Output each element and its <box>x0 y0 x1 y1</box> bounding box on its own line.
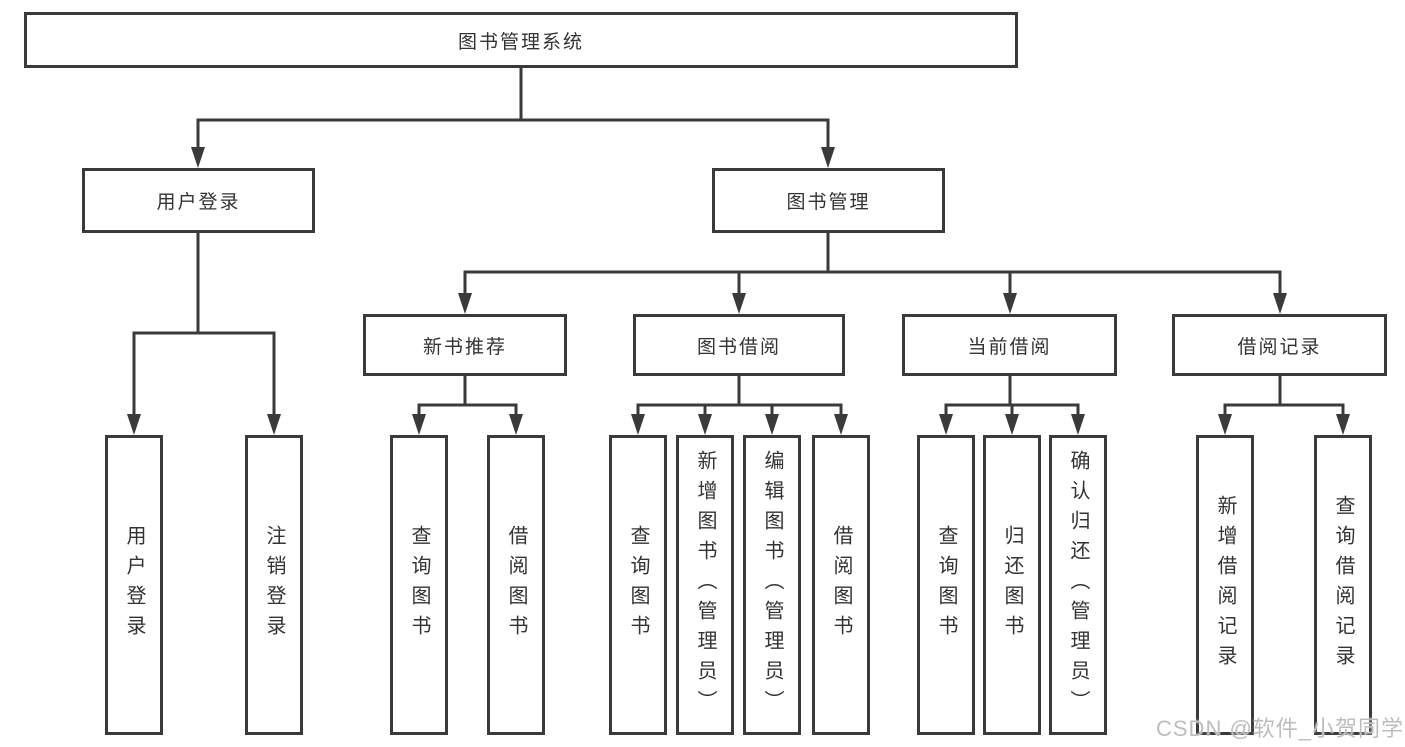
leaf-query-borrow-record-label: 查询借阅记录 <box>1332 495 1354 675</box>
connector-current-borrow-to-leaves <box>939 374 1085 435</box>
leaf-query-books-recommend: 查询图书 <box>390 435 448 735</box>
connector-user-login-to-leaves <box>127 231 281 435</box>
arrowhead-icon <box>821 147 835 168</box>
arrowhead-icon <box>127 414 141 435</box>
node-book-borrow-label: 图书借阅 <box>696 336 781 358</box>
arrowhead-icon <box>834 414 848 435</box>
node-borrow-records: 借阅记录 <box>1172 314 1387 376</box>
node-new-book-recommend-label: 新书推荐 <box>422 336 507 358</box>
arrowhead-icon <box>1071 414 1085 435</box>
node-new-book-recommend: 新书推荐 <box>363 314 567 376</box>
leaf-edit-book-admin-label: 编辑图书（管理员） <box>761 450 783 720</box>
leaf-user-login: 用户登录 <box>105 435 163 735</box>
leaf-borrow-books: 借阅图书 <box>812 435 870 735</box>
leaf-user-login-label: 用户登录 <box>123 525 145 645</box>
arrowhead-icon <box>631 414 645 435</box>
connector-new-book-recommend-to-leaves <box>412 374 523 435</box>
arrowhead-icon <box>1005 414 1019 435</box>
connector-root-to-branches <box>191 66 835 168</box>
node-root-label: 图书管理系统 <box>457 31 584 53</box>
leaf-query-borrow-record: 查询借阅记录 <box>1314 435 1372 735</box>
leaf-borrow-books-recommend-label: 借阅图书 <box>505 525 527 645</box>
arrowhead-icon <box>1273 293 1287 314</box>
connector-book-management-to-sections <box>458 231 1287 314</box>
leaf-borrow-books-recommend: 借阅图书 <box>487 435 545 735</box>
leaf-return-books-label: 归还图书 <box>1001 525 1023 645</box>
arrowhead-icon <box>698 414 712 435</box>
arrowhead-icon <box>267 414 281 435</box>
arrowhead-icon <box>191 147 205 168</box>
connector-borrow-records-to-leaves <box>1218 374 1350 435</box>
node-root: 图书管理系统 <box>24 12 1018 68</box>
node-book-management-branch-label: 图书管理 <box>786 192 871 213</box>
arrowhead-icon <box>458 293 472 314</box>
node-book-management-branch: 图书管理 <box>712 168 945 233</box>
leaf-confirm-return-admin: 确认归还（管理员） <box>1049 435 1107 735</box>
node-borrow-records-label: 借阅记录 <box>1237 336 1322 358</box>
watermark: CSDN @软件_小贺同学 <box>1156 716 1405 741</box>
leaf-add-book-admin: 新增图书（管理员） <box>676 435 734 735</box>
leaf-add-borrow-record: 新增借阅记录 <box>1196 435 1254 735</box>
leaf-query-books-borrow: 查询图书 <box>609 435 667 735</box>
arrowhead-icon <box>1003 293 1017 314</box>
arrowhead-icon <box>732 293 746 314</box>
leaf-logout: 注销登录 <box>245 435 303 735</box>
node-current-borrow: 当前借阅 <box>902 314 1117 376</box>
leaf-confirm-return-admin-label: 确认归还（管理员） <box>1067 450 1089 720</box>
node-current-borrow-label: 当前借阅 <box>967 336 1052 358</box>
leaf-query-books-current-label: 查询图书 <box>935 525 957 645</box>
connector-book-borrow-to-leaves <box>631 374 848 435</box>
leaf-logout-label: 注销登录 <box>263 525 285 645</box>
leaf-query-books-borrow-label: 查询图书 <box>627 525 649 645</box>
leaf-add-book-admin-label: 新增图书（管理员） <box>694 450 716 720</box>
node-user-login-branch-label: 用户登录 <box>156 192 241 213</box>
leaf-query-books-recommend-label: 查询图书 <box>408 525 430 645</box>
leaf-borrow-books-label: 借阅图书 <box>830 525 852 645</box>
arrowhead-icon <box>765 414 779 435</box>
arrowhead-icon <box>1218 414 1232 435</box>
leaf-return-books: 归还图书 <box>983 435 1041 735</box>
leaf-edit-book-admin: 编辑图书（管理员） <box>743 435 801 735</box>
node-user-login-branch: 用户登录 <box>82 168 315 233</box>
arrowhead-icon <box>412 414 426 435</box>
node-book-borrow: 图书借阅 <box>633 314 845 376</box>
arrowhead-icon <box>939 414 953 435</box>
arrowhead-icon <box>1336 414 1350 435</box>
leaf-add-borrow-record-label: 新增借阅记录 <box>1214 495 1236 675</box>
leaf-query-books-current: 查询图书 <box>917 435 975 735</box>
arrowhead-icon <box>509 414 523 435</box>
